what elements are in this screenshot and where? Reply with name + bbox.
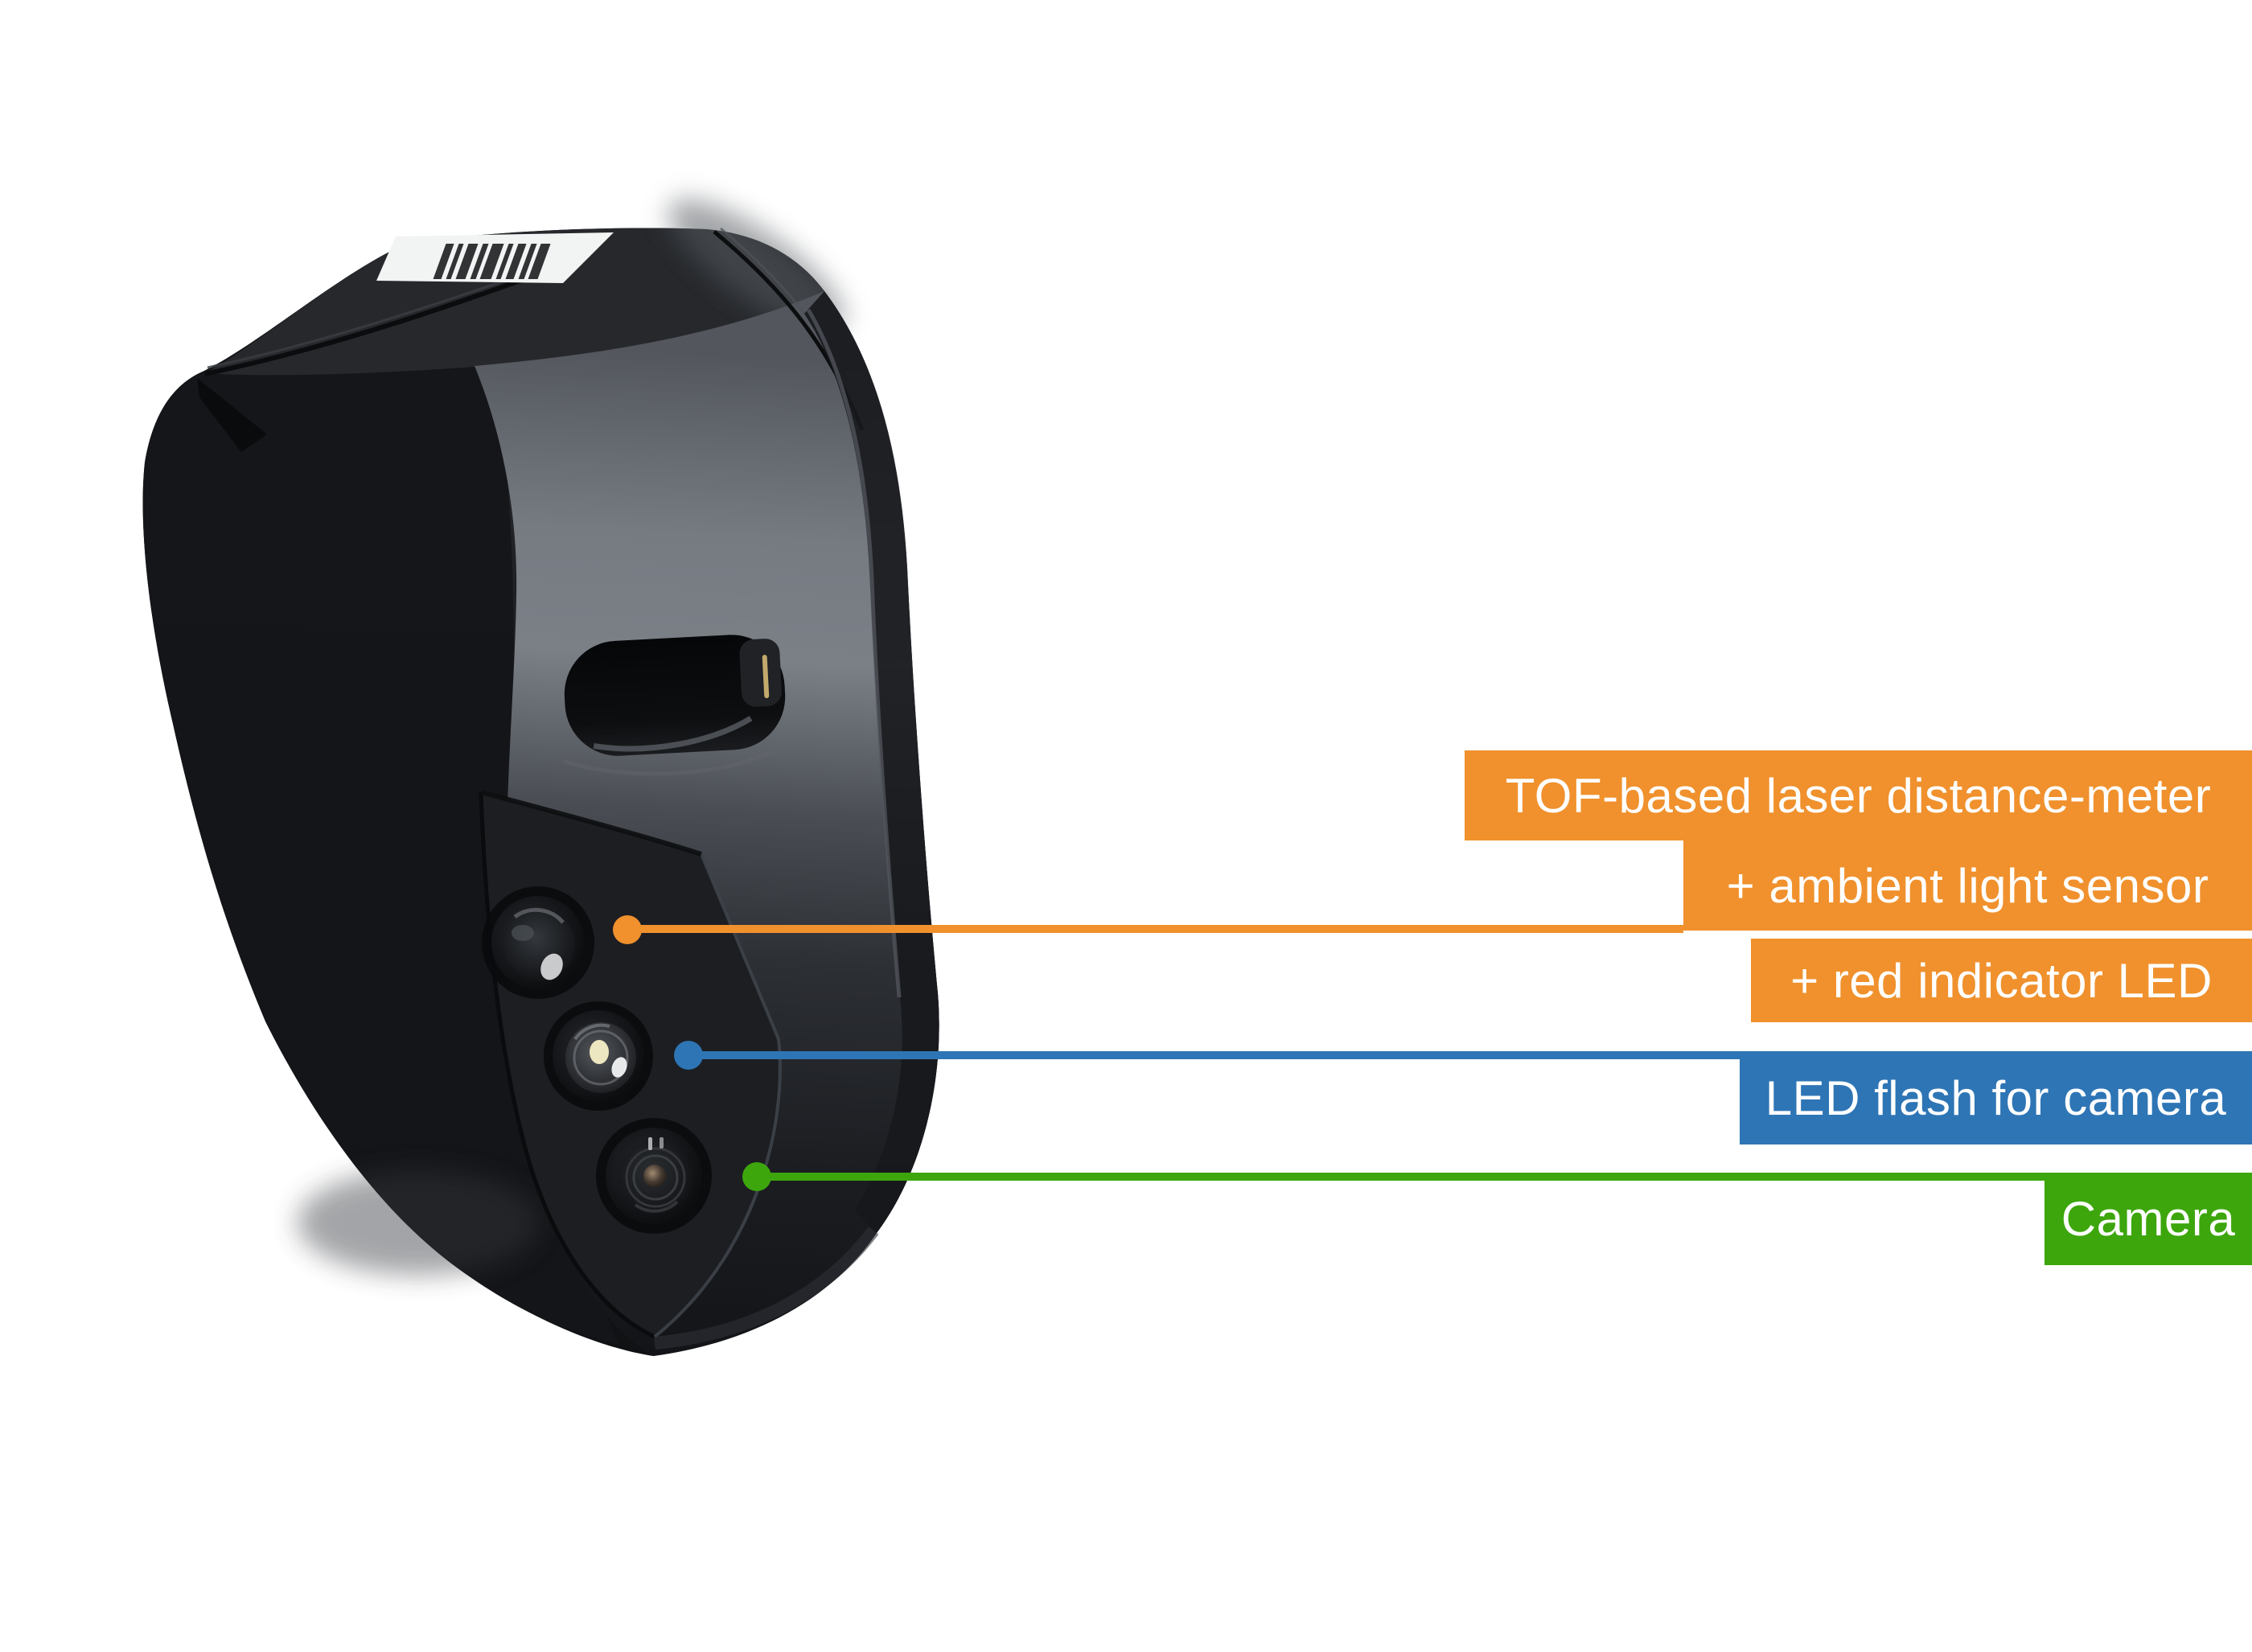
camera-leader-line [757,1173,2044,1181]
flash-anchor-dot [674,1041,703,1070]
left-notch [197,378,267,452]
device-left-side [142,244,620,1345]
tof-leader-line [627,925,1683,933]
device-right-side [804,291,939,1233]
callout-tof-line3: + red indicator LED [1751,939,2252,1022]
callout-tof-line2: + ambient light sensor [1683,840,2252,931]
callout-tof-line1: TOF-based laser distance-meter [1465,750,2252,840]
hand-slot [564,635,786,756]
callout-camera: Camera [2044,1173,2252,1265]
camera-lens [596,1118,712,1234]
tof-laser-lens [482,886,594,999]
camera-anchor-dot [742,1162,771,1191]
callout-led-flash: LED flash for camera [1740,1051,2252,1144]
tof-anchor-dot [613,915,642,944]
device-top-face [205,228,824,376]
flash-leader-line [688,1051,1740,1059]
led-flash-lens [544,1001,653,1111]
barcode-label [376,232,614,283]
